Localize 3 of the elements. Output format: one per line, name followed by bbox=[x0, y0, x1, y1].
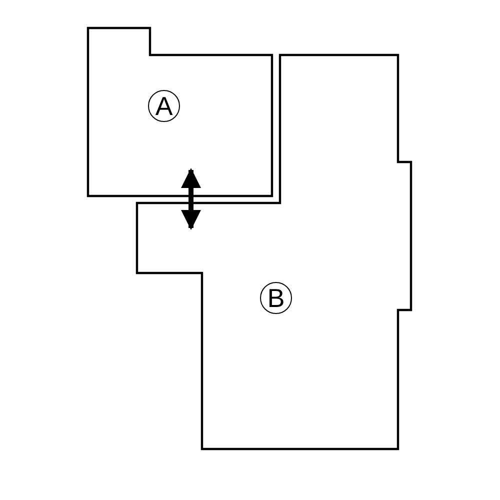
room-label: B bbox=[260, 282, 292, 314]
room-label: A bbox=[148, 90, 180, 122]
double-arrow bbox=[181, 168, 201, 230]
